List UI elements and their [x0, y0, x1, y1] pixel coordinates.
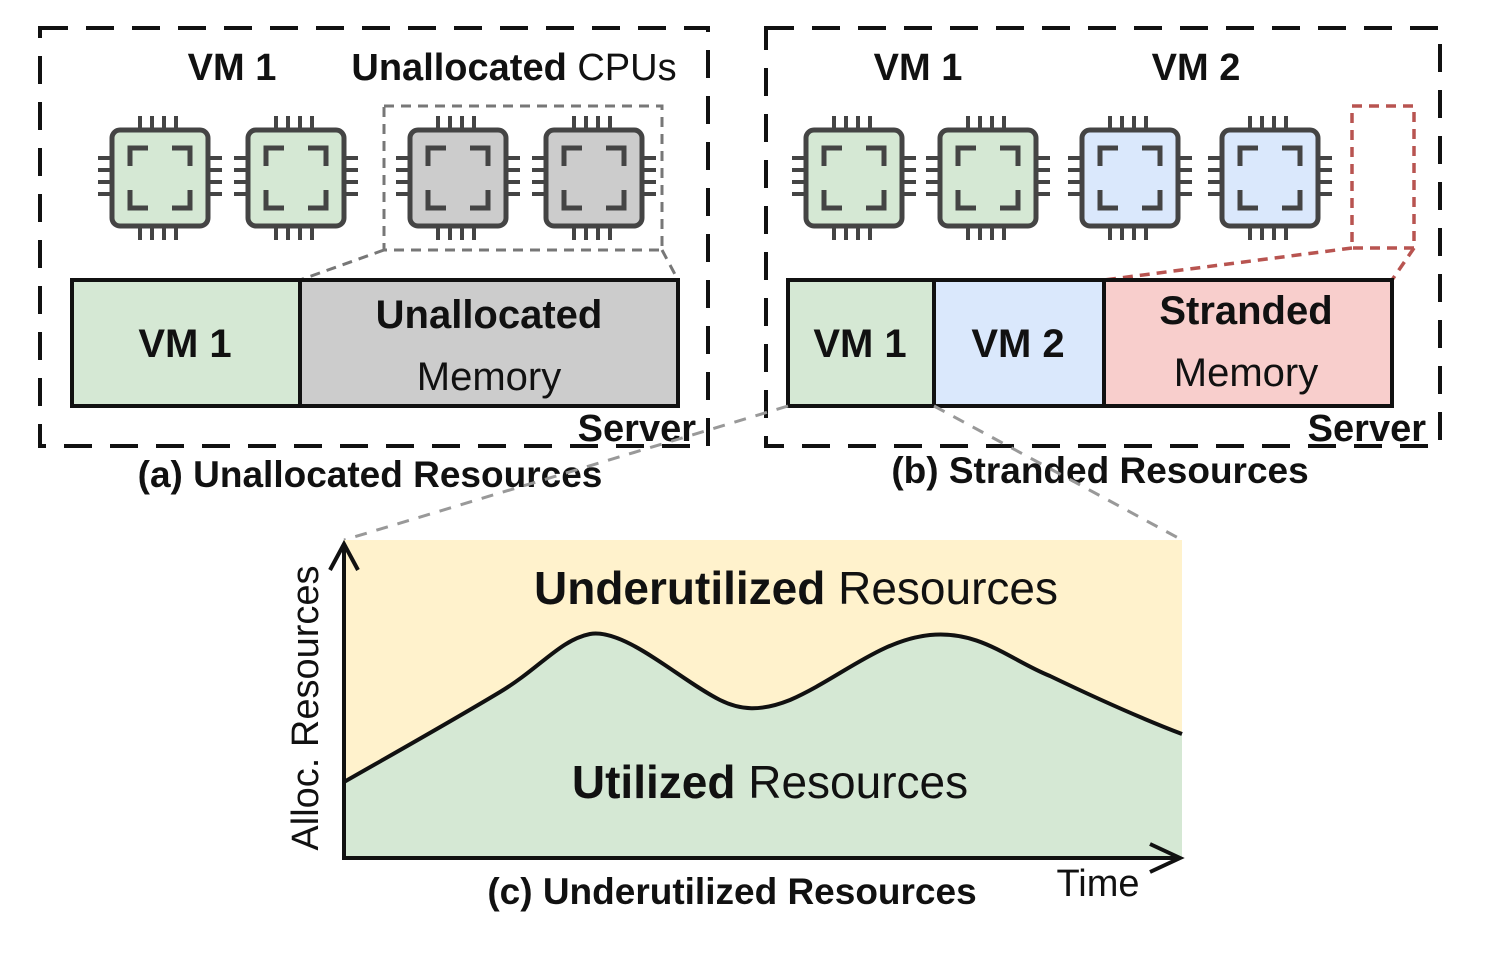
panel-b: VM 1 VM 2 VM 1 VM 2 [764, 26, 1442, 491]
unallocated-cpus-label: Unallocated CPUs [351, 47, 676, 89]
y-axis-arrow [328, 539, 360, 571]
cpu-chip-unallocated-1 [394, 114, 522, 242]
server-b-boundary [764, 26, 1442, 448]
connector-b-right [1390, 247, 1416, 281]
vm1-cpu-label-b: VM 1 [874, 47, 963, 89]
memory-unallocated-label: Unallocated [376, 293, 603, 337]
memory-vm2-b [932, 278, 1106, 408]
caption-a: (a) Unallocated Resources [138, 454, 603, 495]
cpu-chip-vm2-b1 [1066, 114, 1194, 242]
utilized-label: Utilized Resources [572, 756, 968, 808]
vm2-cpu-label-b: VM 2 [1152, 47, 1241, 89]
y-axis-label: Alloc. Resources [285, 565, 327, 850]
x-axis-label: Time [1056, 863, 1139, 905]
panel-a: VM 1 Unallocated CPUs VM [38, 26, 710, 495]
panel-c: Underutilized Resources Utilized Resourc… [285, 539, 1185, 912]
caption-b: (b) Stranded Resources [891, 450, 1308, 491]
memory-stranded [1102, 278, 1394, 408]
zoom-connector-left [343, 404, 789, 542]
unallocated-cpu-highlight [382, 104, 664, 252]
memory-stranded-label: Stranded [1159, 289, 1332, 333]
cpu-chip-unallocated-2 [530, 114, 658, 242]
memory-vm1-a-label: VM 1 [138, 322, 231, 366]
server-a-label: Server [578, 408, 697, 450]
underutilized-label: Underutilized Resources [534, 562, 1058, 614]
memory-vm1-b-label: VM 1 [813, 322, 906, 366]
stranded-empty-cpu-slot [1350, 104, 1416, 250]
cpu-chip-vm2-b2 [1206, 114, 1334, 242]
utilized-area [344, 633, 1182, 858]
server-a-boundary [38, 26, 710, 448]
memory-unallocated [298, 278, 680, 408]
cpu-chip-vm1-a1 [96, 114, 224, 242]
connector-a-right [660, 249, 680, 281]
vm1-cpu-label-a: VM 1 [188, 47, 277, 89]
memory-vm2-b-label: VM 2 [971, 322, 1064, 366]
memory-vm1-b [786, 278, 936, 408]
cpu-chip-vm1-a2 [232, 114, 360, 242]
server-b-label: Server [1308, 408, 1427, 450]
cpu-chip-vm1-b2 [924, 114, 1052, 242]
zoom-connector-right [933, 404, 1183, 542]
memory-stranded-sublabel: Memory [1174, 351, 1318, 395]
memory-unallocated-sublabel: Memory [417, 355, 561, 399]
cpu-chip-vm1-b1 [790, 114, 918, 242]
caption-c: (c) Underutilized Resources [487, 871, 976, 912]
connector-a-left [299, 248, 385, 282]
utilization-curve [343, 631, 1183, 784]
connector-b-left [1103, 246, 1353, 282]
x-axis-arrow [1149, 842, 1185, 874]
